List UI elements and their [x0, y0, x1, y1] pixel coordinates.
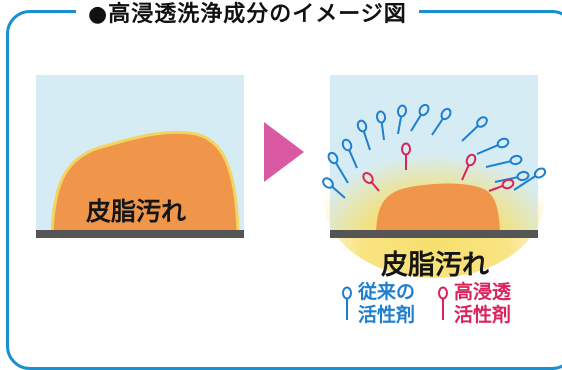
conventional-surfactant-icon: [461, 116, 488, 142]
conventional-surfactant-icon: [396, 104, 408, 135]
skin-floor-before: [36, 230, 244, 238]
arrow-icon: [264, 122, 304, 182]
surfactant-molecules: [322, 103, 547, 199]
legend-penetrating-line2: 活性剤: [454, 304, 512, 326]
sebum-blob-before: [50, 130, 240, 235]
legend-penetrating-icon: [438, 286, 448, 320]
legend-penetrating-line1: 高浸透: [454, 281, 512, 303]
penetrating-surfactant-icon: [461, 153, 477, 181]
conventional-surfactant-icon: [322, 177, 346, 199]
conventional-surfactant-icon: [327, 151, 349, 184]
legend-conventional-line2: 活性剤: [358, 304, 416, 326]
penetrating-surfactant-icon: [401, 142, 411, 170]
legend-conventional-icon: [342, 286, 352, 320]
figure-title: ●高浸透洗浄成分のイメージ図: [76, 0, 419, 30]
conventional-surfactant-icon: [485, 154, 523, 168]
conventional-surfactant-icon: [356, 119, 371, 151]
before-sebum-label: 皮脂汚れ: [86, 197, 187, 226]
conventional-surfactant-icon: [375, 110, 387, 141]
skin-floor-after: [330, 230, 538, 238]
sebum-blob-after: [376, 183, 500, 233]
penetrating-surfactant-icon: [362, 172, 380, 192]
after-sebum-label: 皮脂汚れ: [381, 250, 489, 281]
legend-penetrating: 高浸透 活性剤: [438, 281, 528, 327]
conventional-surfactant-icon: [476, 137, 510, 155]
penetrating-surfactant-icon: [488, 178, 515, 192]
conventional-surfactant-icon: [431, 107, 452, 136]
conventional-surfactant-icon: [513, 167, 547, 191]
before-panel: [36, 75, 244, 238]
legend-conventional: 従来の 活性剤: [342, 281, 432, 327]
illustration: [36, 75, 547, 320]
conventional-surfactant-icon: [410, 103, 430, 132]
conventional-surfactant-icon: [341, 138, 358, 169]
after-panel: [322, 75, 547, 278]
legend-conventional-line1: 従来の: [358, 281, 416, 303]
